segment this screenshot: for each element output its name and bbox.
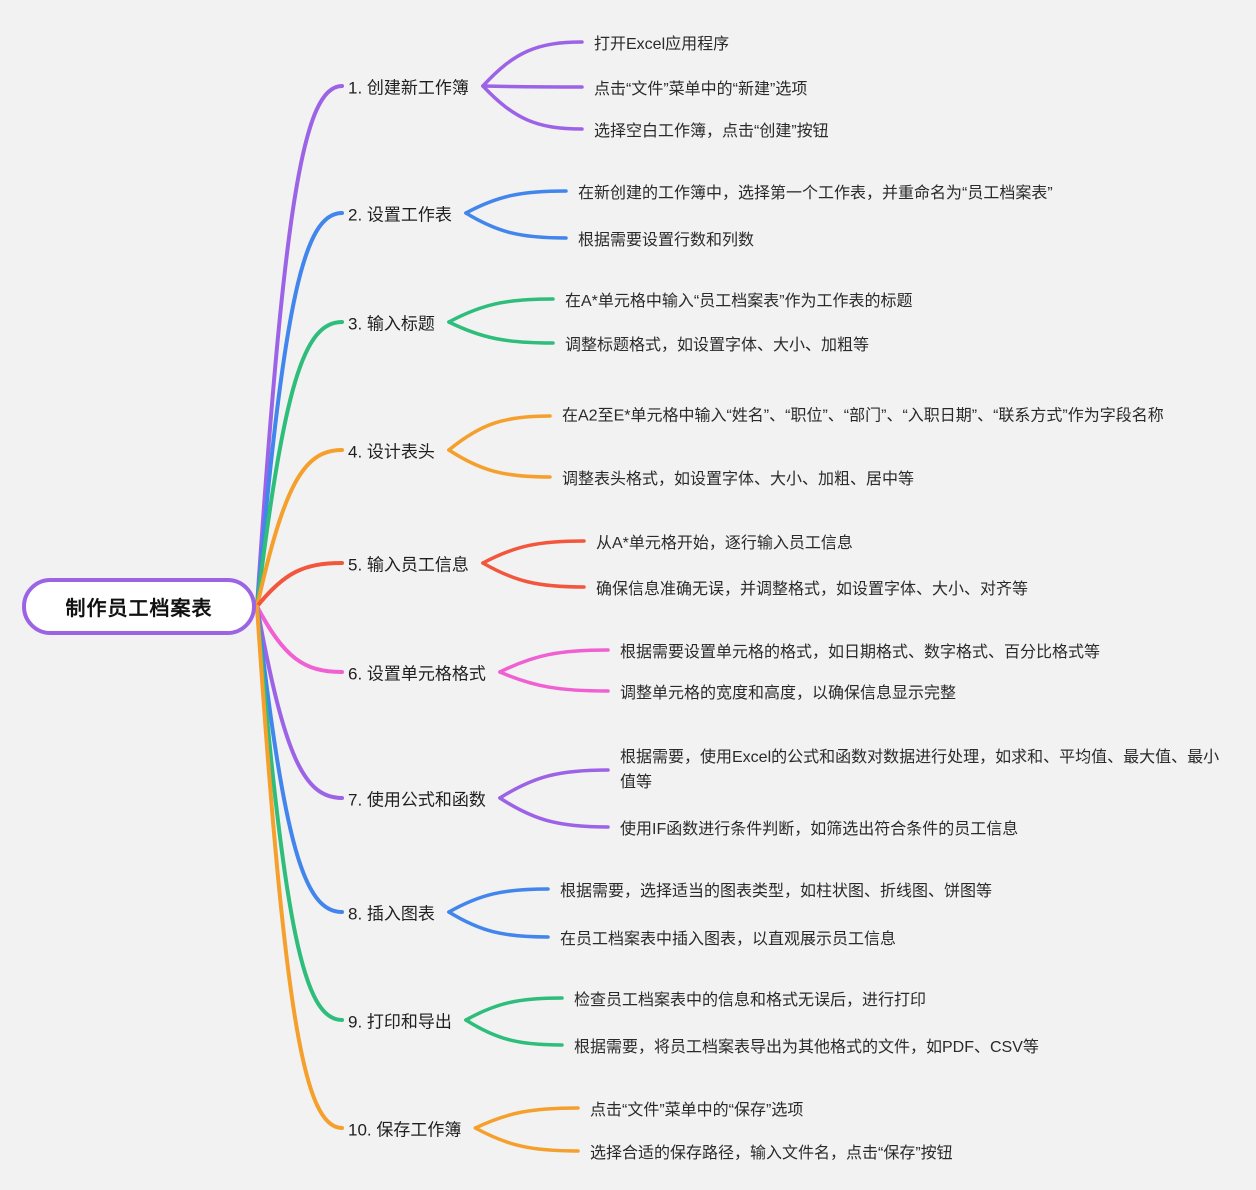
- branch-2-label[interactable]: 2. 设置工作表: [348, 205, 452, 225]
- connector-curve: [255, 604, 344, 674]
- branch-1-child-2[interactable]: 点击“文件”菜单中的“新建”选项: [594, 81, 808, 98]
- connector-curve: [447, 320, 555, 345]
- branch-7-label[interactable]: 7. 使用公式和函数: [348, 790, 486, 810]
- branch-5-child-2[interactable]: 确保信息准确无误，并调整格式，如设置字体、大小、对齐等: [596, 581, 1029, 598]
- connector-curve: [447, 887, 550, 914]
- connector-curve: [255, 604, 344, 1130]
- connector-curve: [255, 211, 344, 609]
- connector-curve: [255, 604, 344, 1022]
- connector-curve: [498, 796, 610, 829]
- branch-9-child-1[interactable]: 检查员工档案表中的信息和格式无误后，进行打印: [574, 992, 927, 1009]
- branch-9-label[interactable]: 9. 打印和导出: [348, 1012, 452, 1032]
- connector-curve: [255, 320, 344, 609]
- connector-curve: [481, 539, 586, 565]
- connector-curve: [447, 297, 555, 324]
- branch-3-child-1[interactable]: 在A*单元格中输入“员工档案表”作为工作表的标题: [565, 293, 913, 310]
- branch-1-child-1[interactable]: 打开Excel应用程序: [594, 36, 730, 53]
- connector-curve: [447, 414, 552, 452]
- branch-4-child-2[interactable]: 调整表头格式，如设置字体、大小、加粗、居中等: [562, 471, 915, 488]
- branch-10-child-1[interactable]: 点击“文件”菜单中的“保存”选项: [590, 1102, 804, 1119]
- branch-4-label[interactable]: 4. 设计表头: [348, 442, 435, 462]
- branch-2-child-1[interactable]: 在新创建的工作簿中，选择第一个工作表，并重命名为“员工档案表”: [578, 185, 1053, 202]
- connector-curve: [255, 604, 344, 800]
- branch-8-label[interactable]: 8. 插入图表: [348, 904, 435, 924]
- branch-8-child-1[interactable]: 根据需要，选择适当的图表类型，如柱状图、折线图、饼图等: [560, 883, 993, 900]
- branch-5-child-1[interactable]: 从A*单元格开始，逐行输入员工信息: [596, 535, 853, 552]
- connector-curve: [498, 768, 610, 800]
- branch-6-label[interactable]: 6. 设置单元格格式: [348, 664, 486, 684]
- connector-curve: [464, 211, 568, 240]
- connector-curve: [481, 84, 584, 131]
- connector-curve: [473, 1126, 580, 1153]
- branch-1-child-3[interactable]: 选择空白工作簿，点击“创建”按钮: [594, 123, 829, 140]
- branch-2-child-2[interactable]: 根据需要设置行数和列数: [578, 232, 755, 249]
- connector-curve: [481, 84, 584, 89]
- connector-curve: [255, 84, 344, 609]
- connector-curve: [464, 1018, 564, 1047]
- connector-curve: [498, 648, 610, 674]
- branch-4-child-1[interactable]: 在A2至E*单元格中输入“姓名”、“职位”、“部门”、“入职日期”、“联系方式”…: [562, 407, 1164, 425]
- branch-5-label[interactable]: 5. 输入员工信息: [348, 555, 469, 575]
- connector-curve: [255, 561, 344, 609]
- connector-curve: [447, 448, 552, 479]
- branch-7-child-2[interactable]: 使用IF函数进行条件判断，如筛选出符合条件的员工信息: [620, 821, 1019, 838]
- branch-3-label[interactable]: 3. 输入标题: [348, 314, 435, 334]
- branch-6-child-1[interactable]: 根据需要设置单元格的格式，如日期格式、数字格式、百分比格式等: [620, 644, 1101, 661]
- branch-10-child-2[interactable]: 选择合适的保存路径，输入文件名，点击“保存”按钮: [590, 1145, 953, 1162]
- branch-7-child-1[interactable]: 根据需要，使用Excel的公式和函数对数据进行处理，如求和、平均值、最大值、最小…: [620, 749, 1220, 791]
- connector-curve: [481, 561, 586, 589]
- connector-curve: [255, 604, 344, 914]
- root-node[interactable]: 制作员工档案表: [22, 578, 256, 635]
- connector-curve: [255, 448, 344, 609]
- branch-1-label[interactable]: 1. 创建新工作簿: [348, 78, 469, 98]
- branch-3-child-2[interactable]: 调整标题格式，如设置字体、大小、加粗等: [565, 337, 870, 354]
- connector-curve: [473, 1106, 580, 1130]
- connector-curve: [498, 670, 610, 693]
- branch-8-child-2[interactable]: 在员工档案表中插入图表，以直观展示员工信息: [560, 931, 897, 948]
- branch-6-child-2[interactable]: 调整单元格的宽度和高度，以确保信息显示完整: [620, 685, 957, 702]
- branch-9-child-2[interactable]: 根据需要，将员工档案表导出为其他格式的文件，如PDF、CSV等: [574, 1039, 1039, 1056]
- branch-10-label[interactable]: 10. 保存工作簿: [348, 1120, 462, 1140]
- connector-curve: [481, 40, 584, 88]
- connector-curve: [447, 910, 550, 939]
- connector-curve: [464, 996, 564, 1022]
- connector-curve: [464, 189, 568, 215]
